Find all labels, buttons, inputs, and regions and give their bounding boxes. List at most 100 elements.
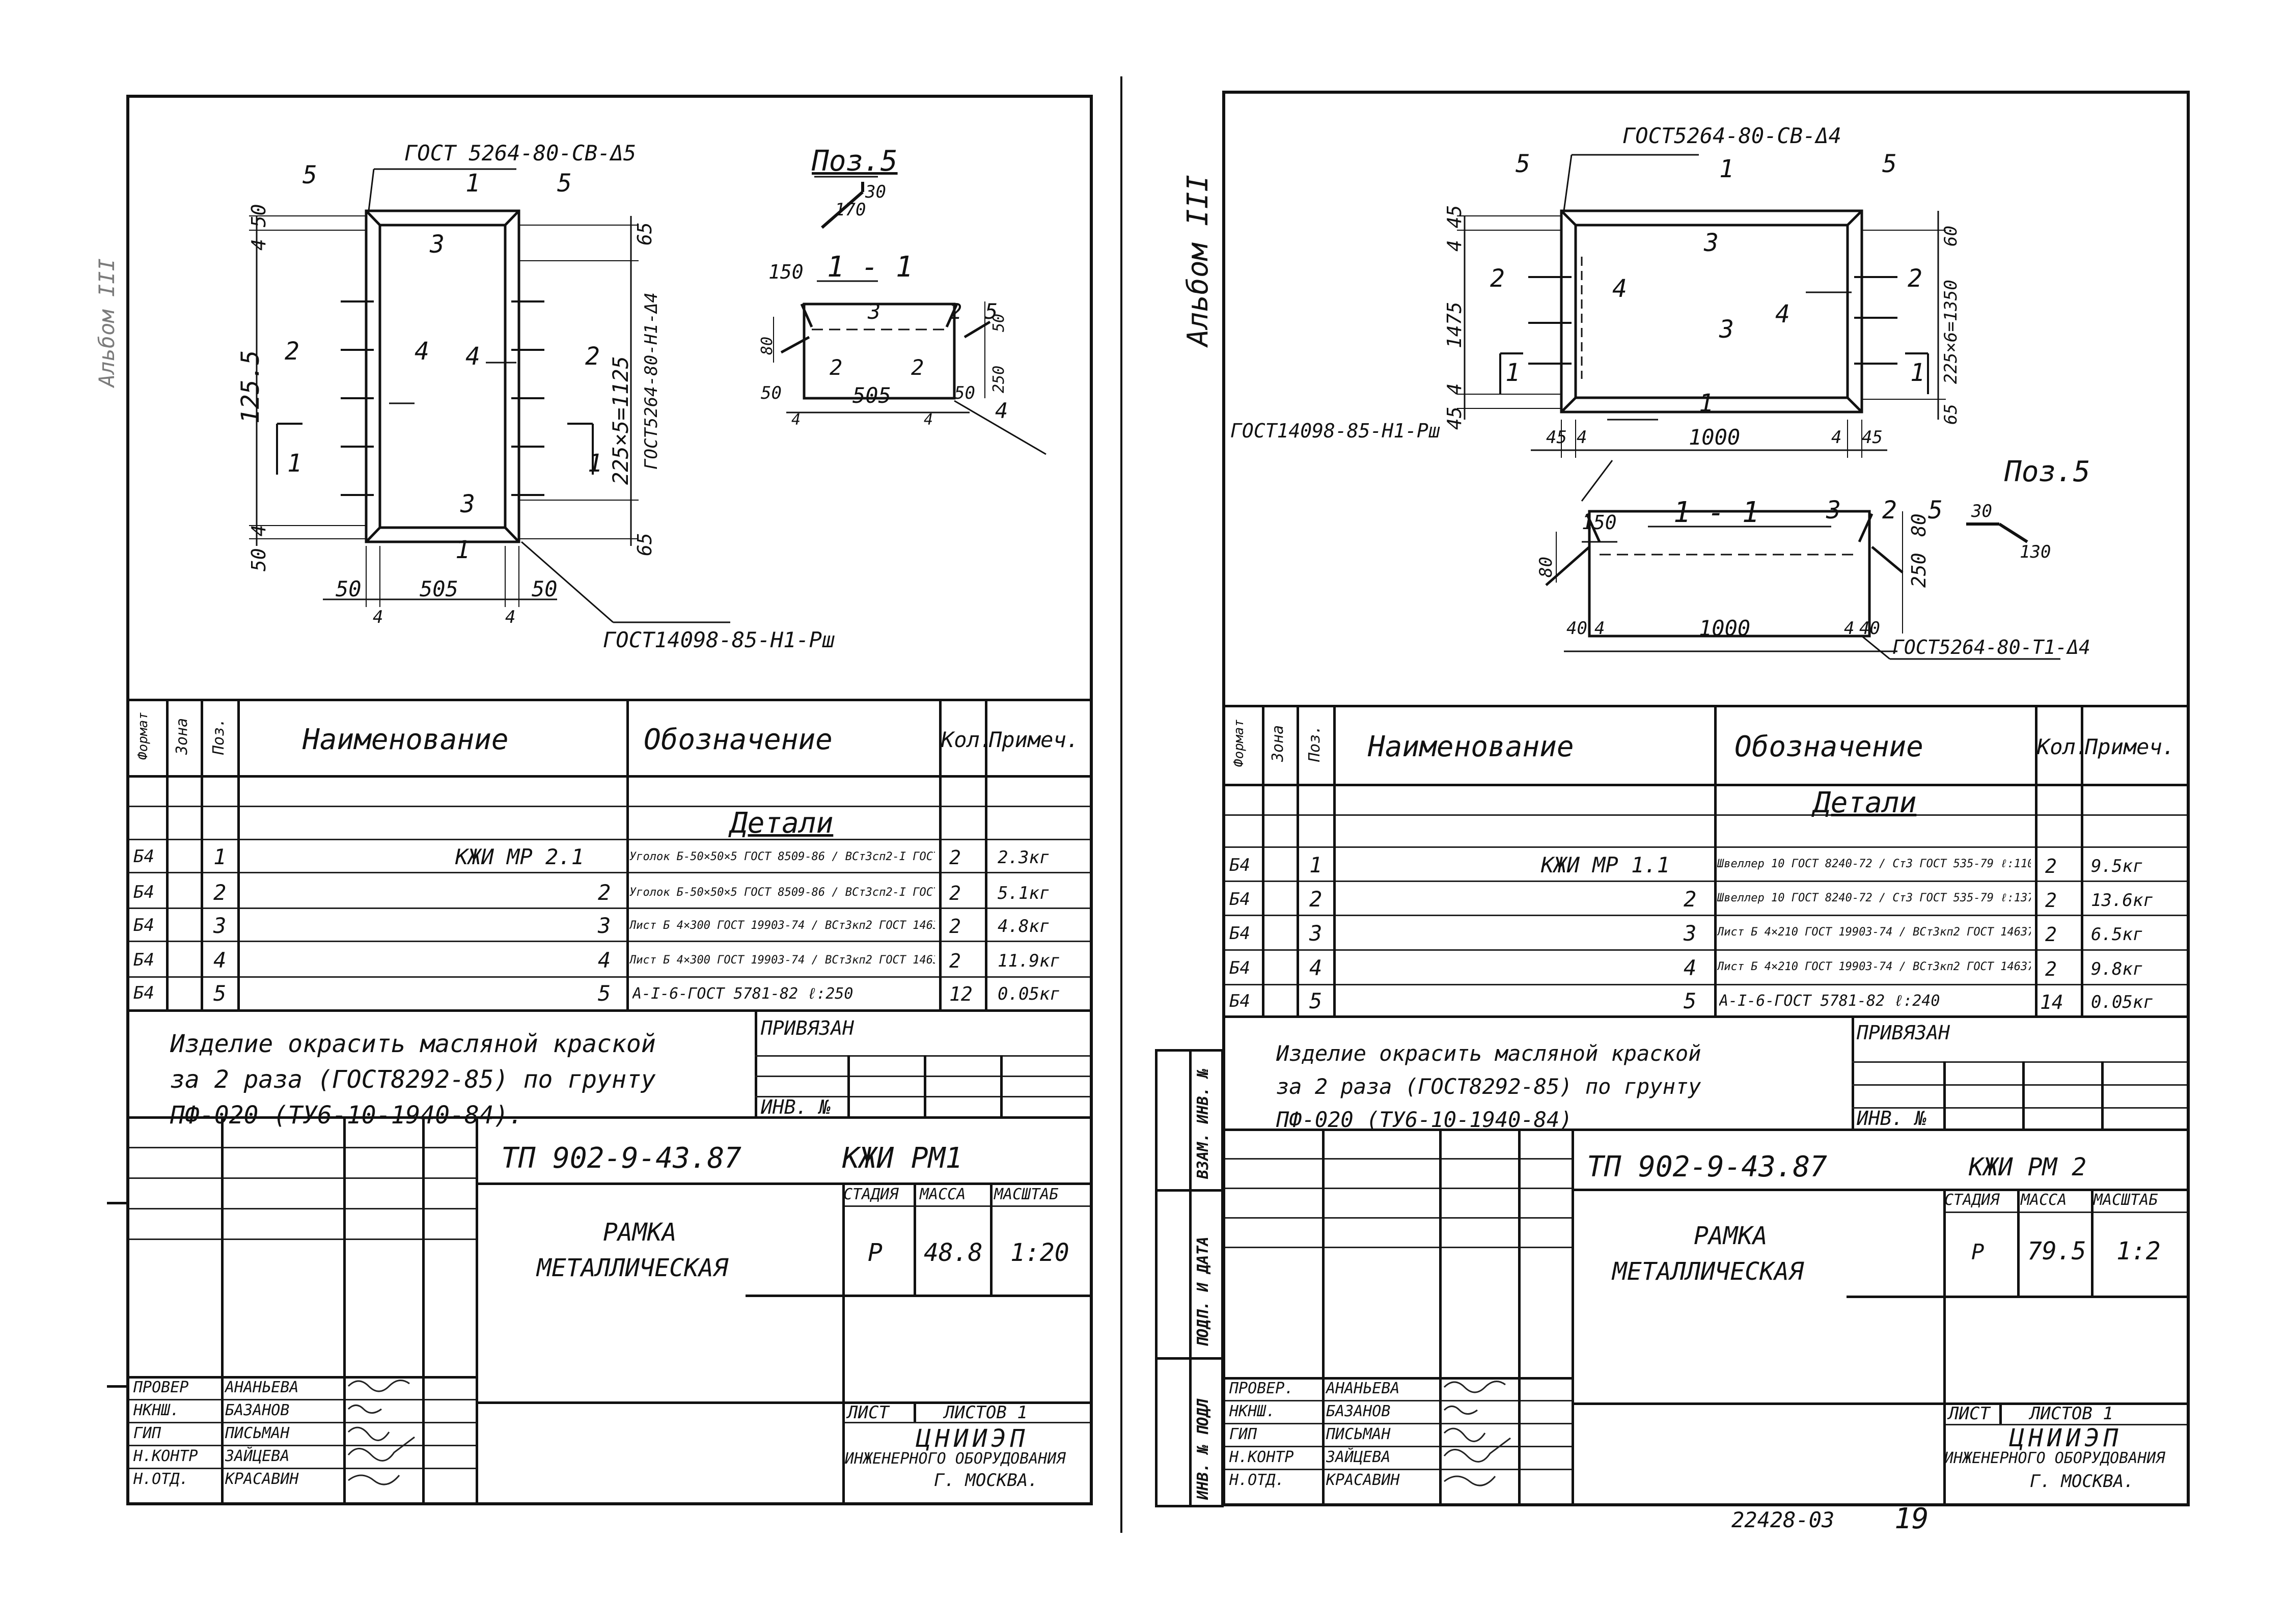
right-row-format: Б4	[1229, 855, 1250, 875]
right-dim-right-top: 60	[1941, 226, 1961, 246]
footer-page: 19	[1894, 1502, 1929, 1535]
left-section-details: Детали	[730, 807, 834, 840]
left-mark: 2	[911, 355, 924, 380]
left-album-label: Альбом III	[94, 258, 119, 387]
left-sec-150: 150	[768, 261, 804, 283]
footer-number: 22428-03	[1731, 1507, 1835, 1532]
right-section-title: 1 - 1	[1673, 496, 1759, 529]
right-row-name: 3	[1684, 921, 1697, 946]
left-inv: ИНВ. №	[761, 1096, 831, 1118]
right-sheets-h: ЛИСТОВ 1	[2030, 1403, 2113, 1424]
right-sec-4a: 4	[1594, 618, 1605, 639]
right-dim-w45b: 45	[1862, 427, 1883, 448]
right-sec-80: 80	[1536, 557, 1556, 577]
page-divider	[1120, 76, 1122, 1533]
left-row-format: Б4	[133, 846, 154, 867]
left-staff-role: Н.ОТД.	[133, 1470, 189, 1488]
right-row-name: 4	[1684, 955, 1697, 980]
right-row-note: 0.05кг	[2091, 992, 2154, 1012]
right-sec-4b: 4	[1844, 618, 1855, 639]
left-org3: Г. МОСКВА.	[934, 1470, 1038, 1491]
left-sec-50b: 50	[954, 383, 975, 403]
right-privyazan: ПРИВЯЗАН	[1857, 1022, 1950, 1044]
left-row-note: 0.05кг	[998, 984, 1060, 1004]
right-row-format: Б4	[1229, 958, 1250, 978]
left-gost-side: ГОСТ5264-80-Н1-Δ4	[641, 292, 662, 470]
right-row-qty: 2	[2045, 855, 2057, 877]
left-mark: 1	[465, 169, 480, 198]
right-row-pos: 2	[1309, 887, 1323, 912]
right-row-pos: 4	[1309, 955, 1323, 980]
left-dim-height: 125.5	[236, 350, 265, 424]
left-staff-name: ПИСЬМАН	[225, 1424, 290, 1442]
left-doc: КЖИ РМ1	[842, 1142, 963, 1175]
right-row-designation: Лист Б 4×210 ГОСТ 19903-74 / ВСт3кп2 ГОС…	[1717, 960, 2031, 973]
right-row-pos: 1	[1309, 852, 1323, 877]
right-sheet-h: ЛИСТ	[1948, 1403, 1990, 1424]
right-dim-w4b: 4	[1831, 427, 1842, 448]
left-sec-50: 50	[761, 383, 782, 403]
right-mark: 3	[1826, 496, 1841, 525]
left-mass: 48.8	[924, 1238, 983, 1267]
right-staff-name: ПИСЬМАН	[1326, 1425, 1391, 1443]
right-row-note: 9.5кг	[2091, 856, 2143, 876]
left-th-zone: Зона	[173, 718, 191, 755]
left-scale-h: МАСШТАБ	[994, 1186, 1059, 1203]
left-org1: ЦНИИЭП	[916, 1424, 1029, 1453]
left-sheets-h: ЛИСТОВ 1	[944, 1402, 1028, 1423]
left-privyazan: ПРИВЯЗАН	[761, 1017, 855, 1039]
left-th-name: Наименование	[302, 723, 509, 756]
left-row-name: КЖИ МР 2.1	[455, 844, 584, 869]
right-inv: ИНВ. №	[1857, 1107, 1927, 1130]
left-th-format: Формат	[135, 712, 151, 760]
right-mark: 5	[1516, 150, 1530, 178]
right-stage-h: СТАДИЯ	[1944, 1191, 2000, 1209]
right-th-designation: Обозначение	[1734, 730, 1923, 763]
right-row-name: КЖИ МР 1.1	[1541, 852, 1670, 877]
left-row-pos: 1	[213, 844, 227, 869]
left-section-title: 1 - 1	[827, 251, 913, 284]
right-gost-weld: ГОСТ5264-80-СВ-Δ4	[1622, 123, 1841, 148]
right-row-note: 13.6кг	[2091, 890, 2154, 911]
left-drawing	[249, 168, 1046, 623]
left-row-qty: 2	[949, 846, 961, 869]
left-dim-w-mid: 505	[420, 576, 458, 601]
left-dim-w4a: 4	[373, 607, 383, 627]
right-staff-role: ПРОВЕР.	[1229, 1380, 1294, 1397]
left-dim-top: 4 50	[247, 204, 270, 251]
left-title1: РАМКА	[603, 1218, 677, 1247]
right-mark: 5	[1928, 496, 1943, 525]
right-dim-left-bot: 45 4	[1443, 383, 1466, 430]
right-sec-80b: 80	[1908, 513, 1930, 537]
left-gost-weld: ГОСТ 5264-80-СВ-Δ5	[404, 141, 637, 166]
left-row-name: 4	[598, 948, 611, 973]
left-dim-bottom: 50 4	[247, 525, 270, 571]
left-org2: ИНЖЕНЕРНОГО ОБОРУДОВАНИЯ	[845, 1450, 1066, 1468]
left-row-designation: Лист Б 4×300 ГОСТ 19903-74 / ВСт3кп2 ГОС…	[629, 919, 935, 932]
left-row-designation: Уголок Б-50×50×5 ГОСТ 8509-86 / ВСт3сп2-…	[629, 886, 935, 899]
right-staff-name: ЗАЙЦЕВА	[1326, 1448, 1391, 1466]
right-th-note: Примеч.	[2085, 734, 2175, 759]
left-mark: 5	[302, 161, 317, 189]
side-label-vzam: ВЗАМ. ИНВ. №	[1194, 1068, 1212, 1179]
right-row-designation: Швеллер 10 ГОСТ 8240-72 / Ст3 ГОСТ 535-7…	[1717, 892, 2031, 904]
right-row-format: Б4	[1229, 923, 1250, 944]
right-title1: РАМКА	[1694, 1222, 1768, 1250]
right-row-format: Б4	[1229, 991, 1250, 1011]
left-mark: 3	[460, 490, 475, 518]
right-mark: 2	[1490, 264, 1505, 293]
right-org3: Г. МОСКВА.	[2030, 1471, 2134, 1492]
left-sec-4a: 4	[791, 411, 801, 429]
right-mark: 1	[1910, 359, 1925, 387]
left-row-note: 4.8кг	[998, 916, 1050, 937]
right-dim-left-mid: 1475	[1443, 301, 1466, 348]
right-mark: 3	[1719, 315, 1734, 344]
right-row-pos: 3	[1309, 921, 1323, 946]
left-sec-4b: 4	[924, 411, 933, 429]
right-row-qty: 2	[2045, 958, 2057, 980]
left-th-qty: Кол.	[941, 727, 993, 752]
left-mark: 5	[985, 299, 998, 324]
left-mark: 4	[415, 337, 429, 366]
left-row-pos: 2	[213, 880, 227, 905]
right-th-name: Наименование	[1368, 730, 1574, 763]
